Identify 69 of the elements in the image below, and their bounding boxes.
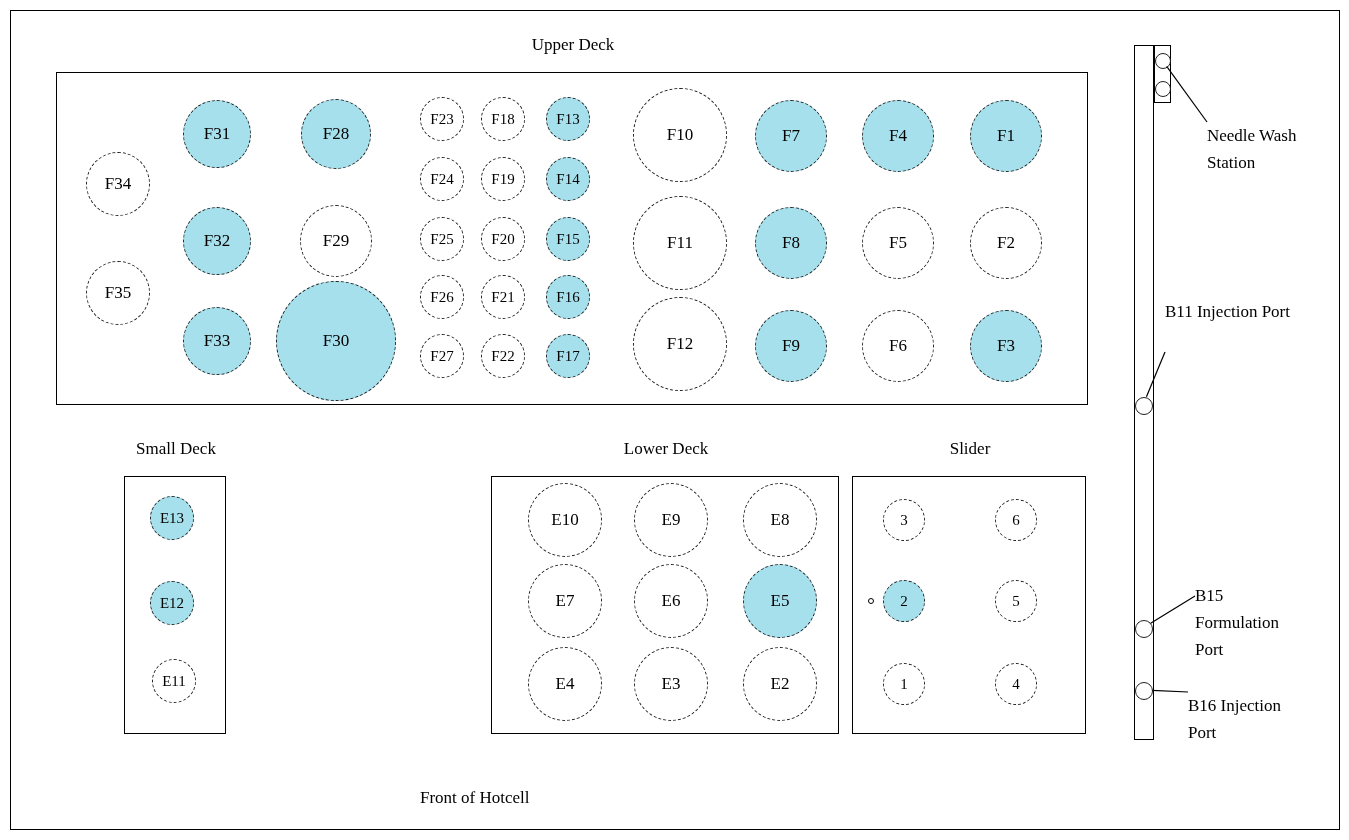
- position-circle: E9: [634, 483, 708, 557]
- position-circle: E6: [634, 564, 708, 638]
- position-circle: 2: [883, 580, 925, 622]
- position-circle: E13: [150, 496, 194, 540]
- position-circle: F15: [546, 217, 590, 261]
- position-circle: 3: [883, 499, 925, 541]
- position-circle: F31: [183, 100, 251, 168]
- position-circle: E2: [743, 647, 817, 721]
- callout-text: Needle Wash Station: [1207, 122, 1332, 178]
- position-circle: F20: [481, 217, 525, 261]
- position-circle: E3: [634, 647, 708, 721]
- position-circle: E11: [152, 659, 196, 703]
- position-circle: F17: [546, 334, 590, 378]
- position-circle: F30: [276, 281, 396, 401]
- position-circle: F16: [546, 275, 590, 319]
- position-circle: E8: [743, 483, 817, 557]
- leader-line: [1151, 689, 1189, 693]
- position-circle: F13: [546, 97, 590, 141]
- wash-station-box: [1154, 45, 1171, 103]
- position-circle: F19: [481, 157, 525, 201]
- position-circle: F24: [420, 157, 464, 201]
- position-circle: F3: [970, 310, 1042, 382]
- position-circle: F34: [86, 152, 150, 216]
- position-circle: E12: [150, 581, 194, 625]
- position-circle: F33: [183, 307, 251, 375]
- callout-text: B11 Injection Port: [1165, 298, 1290, 352]
- leader-line: [1145, 351, 1166, 398]
- position-circle: F26: [420, 275, 464, 319]
- leader-line: [1166, 65, 1208, 123]
- position-circle: F5: [862, 207, 934, 279]
- callout-text: B16 Injection Port: [1188, 692, 1308, 746]
- position-circle: F10: [633, 88, 727, 182]
- position-circle: F35: [86, 261, 150, 325]
- position-circle: F25: [420, 217, 464, 261]
- position-circle: F4: [862, 100, 934, 172]
- position-circle: F1: [970, 100, 1042, 172]
- position-circle: F9: [755, 310, 827, 382]
- position-circle: F2: [970, 207, 1042, 279]
- note-text: Front of Hotcell: [420, 788, 530, 808]
- position-circle: F8: [755, 207, 827, 279]
- deck-heading: Slider: [949, 439, 991, 459]
- deck-heading: Upper Deck: [531, 35, 615, 55]
- position-circle: F29: [300, 205, 372, 277]
- position-circle: F6: [862, 310, 934, 382]
- deck-heading: Lower Deck: [623, 439, 709, 459]
- callout-text: B15 Formulation Port: [1195, 582, 1310, 662]
- position-circle: F18: [481, 97, 525, 141]
- position-circle: 4: [995, 663, 1037, 705]
- position-circle: F21: [481, 275, 525, 319]
- position-circle: F32: [183, 207, 251, 275]
- deck-heading: Small Deck: [136, 439, 216, 459]
- small-dot: [868, 598, 874, 604]
- position-circle: 6: [995, 499, 1037, 541]
- position-circle: 1: [883, 663, 925, 705]
- position-circle: F12: [633, 297, 727, 391]
- position-circle: E7: [528, 564, 602, 638]
- position-circle: E5: [743, 564, 817, 638]
- position-circle: F27: [420, 334, 464, 378]
- position-circle: F23: [420, 97, 464, 141]
- position-circle: F11: [633, 196, 727, 290]
- position-circle: F22: [481, 334, 525, 378]
- position-circle: F28: [301, 99, 371, 169]
- position-circle: 5: [995, 580, 1037, 622]
- position-circle: E4: [528, 647, 602, 721]
- position-circle: E10: [528, 483, 602, 557]
- rail-bar: [1134, 45, 1154, 740]
- position-circle: F7: [755, 100, 827, 172]
- leader-line: [1150, 595, 1196, 624]
- position-circle: F14: [546, 157, 590, 201]
